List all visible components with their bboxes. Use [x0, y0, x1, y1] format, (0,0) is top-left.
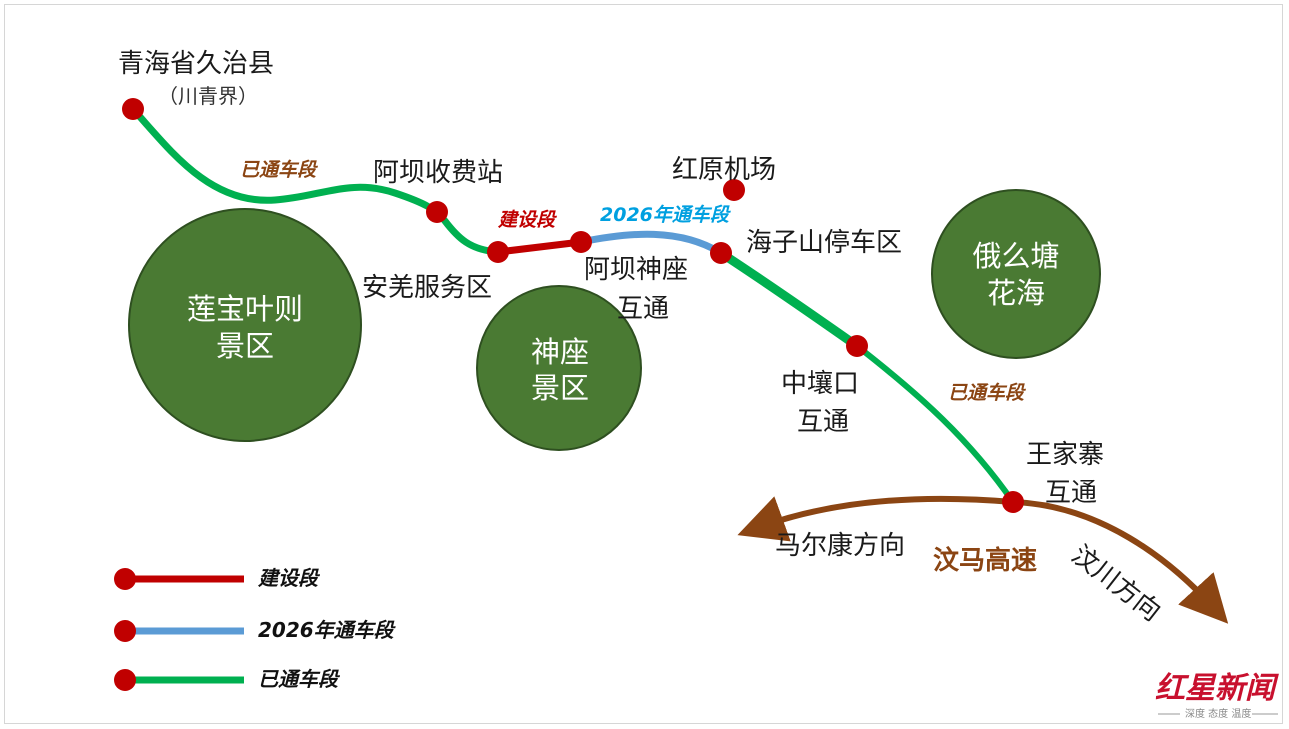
watermark-slogan: 深度 态度 温度 [1185, 707, 1251, 720]
label-jiuzhi: 青海省久治县 [118, 49, 274, 79]
watermark-logo: 红星新闻 深度 态度 温度 [1155, 671, 1279, 720]
node-aba-toll [426, 201, 448, 223]
legend-dot-construction [114, 568, 136, 590]
node-jiuzhi [122, 98, 144, 120]
legend-label-2026: 2026年通车段 [258, 618, 397, 642]
legend-dot-opened [114, 669, 136, 691]
watermark-brand: 红星新闻 [1155, 671, 1279, 706]
label-boundary: （川青界） [158, 84, 258, 108]
emotang-label-2: 花海 [987, 276, 1045, 310]
label-wangjiazhai-1: 王家寨 [1026, 440, 1104, 470]
label-haizishan: 海子山停车区 [746, 228, 902, 258]
wenma-highway-west [737, 495, 1014, 542]
label-zhongrangkou-2: 互通 [797, 407, 849, 437]
label-zhongrangkou-1: 中壤口 [781, 369, 859, 399]
label-aba-shenzuo-1: 阿坝神座 [584, 255, 688, 285]
segment-label-construction: 建设段 [497, 209, 557, 231]
shenzuo-label-2: 景区 [531, 371, 589, 405]
lianbao-scenic-area [128, 208, 362, 442]
route-opened-south [718, 249, 860, 350]
route-construction [497, 238, 582, 256]
label-wenma-highway: 汶马高速 [933, 545, 1037, 576]
shenzuo-label-1: 神座 [531, 335, 589, 369]
lianbao-label-2: 景区 [216, 329, 274, 363]
node-wangjiazhai [1002, 491, 1024, 513]
route-opened-south-2 [855, 343, 1016, 504]
label-hongyuan-airport: 红原机场 [672, 155, 776, 185]
node-aba-shenzuo [570, 231, 592, 253]
wenma-highway-east [1012, 499, 1229, 624]
legend-dot-2026 [114, 620, 136, 642]
emotang-label-1: 俄么塘 [972, 239, 1059, 273]
legend: 建设段 2026年通车段 已通车段 [114, 566, 397, 691]
legend-label-opened: 已通车段 [258, 667, 341, 691]
lianbao-label-1: 莲宝叶则 [187, 292, 303, 326]
emotang-flower-sea [931, 189, 1101, 359]
segment-label-2026: 2026年通车段 [600, 204, 731, 226]
node-zhongrangkou [846, 335, 868, 357]
route-open-2026 [580, 230, 723, 256]
route-opened-north [130, 106, 499, 256]
node-hongyuan-airport [723, 179, 745, 201]
label-anqiang: 安羌服务区 [362, 273, 492, 303]
label-aba-shenzuo-2: 互通 [617, 294, 669, 324]
node-haizishan [710, 242, 732, 264]
legend-label-construction: 建设段 [257, 566, 321, 590]
shenzuo-scenic-area [476, 285, 642, 451]
segment-label-opened-right: 已通车段 [948, 382, 1026, 404]
node-anqiang [487, 241, 509, 263]
segment-label-opened-top: 已通车段 [240, 159, 318, 181]
label-wangjiazhai-2: 互通 [1045, 478, 1097, 508]
label-aba-toll: 阿坝收费站 [373, 158, 503, 188]
label-direction-maerkang: 马尔康方向 [775, 531, 905, 561]
